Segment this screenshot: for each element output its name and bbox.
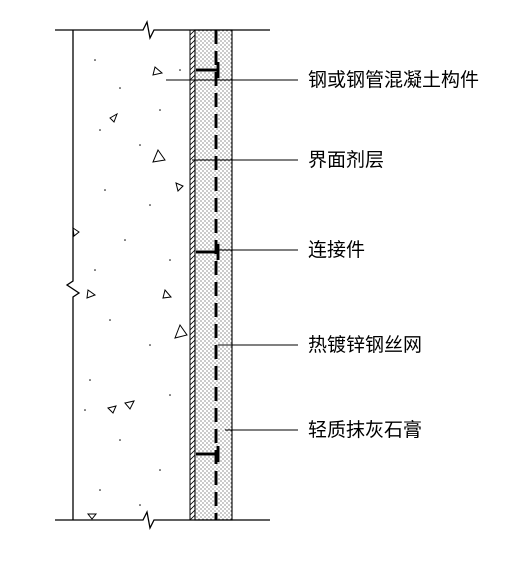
label-concrete-member: 钢或钢管混凝土构件	[308, 69, 480, 91]
interface-layer	[189, 29, 196, 521]
label-plaster: 轻质抹灰石膏	[308, 419, 423, 441]
label-wire-mesh: 热镀锌钢丝网	[308, 334, 423, 356]
concrete-triangles	[72, 66, 188, 520]
connectors	[196, 62, 220, 462]
label-interface-layer: 界面剂层	[308, 149, 385, 171]
plaster-layer	[194, 29, 233, 521]
label-connector: 连接件	[308, 239, 366, 261]
concrete-aggregate	[84, 59, 181, 506]
concrete-member	[55, 19, 270, 531]
leader-lines	[166, 79, 298, 431]
